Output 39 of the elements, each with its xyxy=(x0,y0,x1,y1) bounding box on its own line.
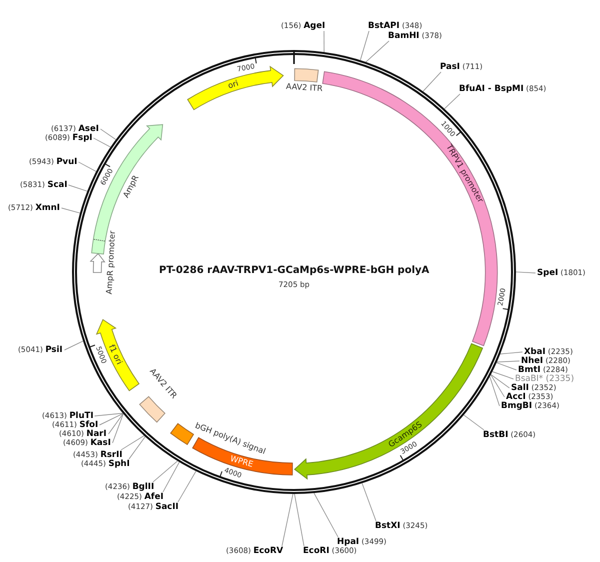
leader-line xyxy=(444,94,460,110)
leader-line xyxy=(360,30,370,60)
leader-line xyxy=(152,460,178,482)
feature-label: WPRE xyxy=(229,454,254,470)
leader-line xyxy=(500,352,523,354)
leader-line xyxy=(294,494,304,546)
restriction-site-label: BsaBI* (2335) xyxy=(515,374,574,384)
leader-line xyxy=(496,360,520,362)
leader-line xyxy=(314,492,338,538)
leader-line xyxy=(516,272,536,274)
leader-line xyxy=(282,494,294,546)
feature-label: AAV2 ITR xyxy=(286,82,324,93)
leader-line xyxy=(366,40,390,62)
leader-line xyxy=(108,413,124,434)
leader-line xyxy=(78,162,96,172)
leader-line xyxy=(489,376,500,406)
leader-line xyxy=(496,362,517,370)
leader-line xyxy=(112,413,124,444)
leader-line xyxy=(94,412,124,416)
leader-line xyxy=(120,435,144,450)
leader-line xyxy=(64,340,84,350)
leader-line xyxy=(99,413,124,426)
feature-label: f1 ori xyxy=(106,343,124,366)
plasmid-name: PT-0286 rAAV-TRPV1-GCaMp6s-WPRE-bGH polyA xyxy=(159,265,430,277)
leader-line xyxy=(422,72,442,92)
feature-label: AmpR promoter xyxy=(104,230,118,294)
feature-label: ori xyxy=(226,78,240,91)
leader-line xyxy=(68,184,88,192)
leader-line xyxy=(490,374,505,398)
leader-line xyxy=(362,482,376,522)
leader-line xyxy=(128,436,146,460)
leader-line xyxy=(61,208,80,214)
leader-line xyxy=(93,138,111,148)
leader-line xyxy=(162,462,180,492)
leader-line xyxy=(490,374,510,388)
leader-line xyxy=(492,371,514,380)
leader-line xyxy=(463,414,484,430)
leader-line xyxy=(100,128,116,140)
leader-line xyxy=(178,470,196,502)
